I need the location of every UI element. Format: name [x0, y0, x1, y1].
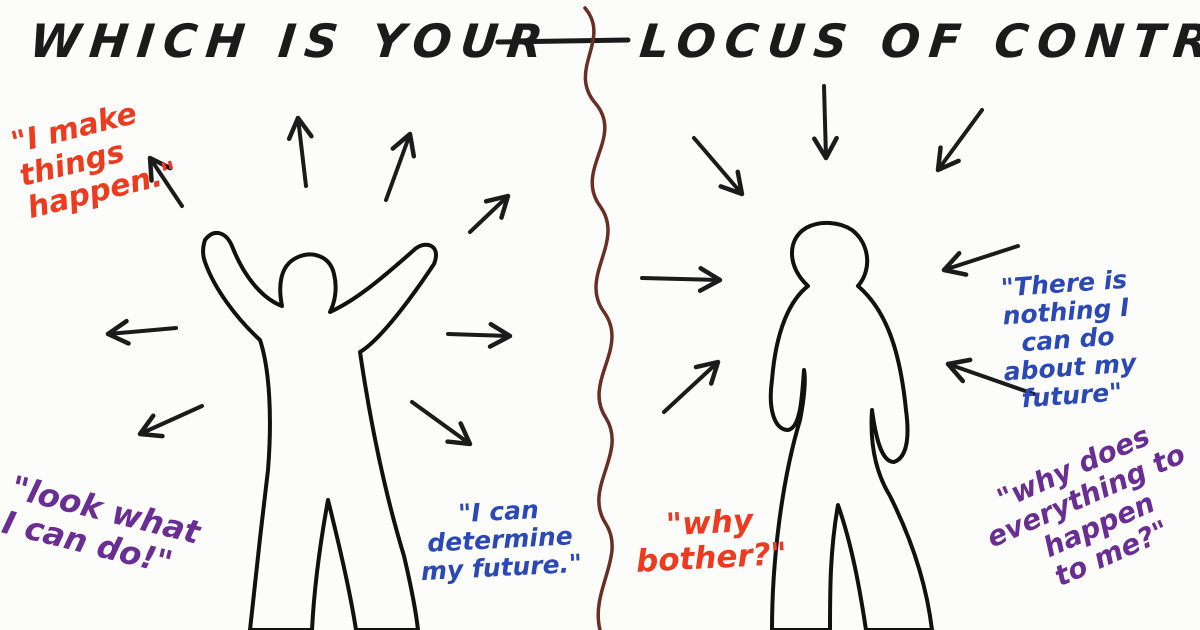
arrow-in-up-right	[662, 359, 721, 414]
arrow-out-right-high	[468, 193, 511, 234]
arrow-out-up	[286, 115, 314, 188]
arrow-in-down	[812, 84, 839, 161]
arrow-out-down-right	[410, 400, 473, 447]
quote-there-is-nothing-i-can-do: "There is nothing I can do about my futu…	[1000, 264, 1138, 414]
quote-why-bother: "why bother?"	[635, 502, 788, 580]
external-locus-figure	[768, 221, 934, 630]
arrow-out-right	[446, 321, 513, 349]
arrow-out-up-left	[147, 155, 184, 208]
quote-i-can-determine-my-future: "I can determine my future."	[420, 494, 583, 587]
outward-arrows	[105, 115, 513, 447]
arrow-out-left	[105, 318, 178, 346]
wavy-divider-line	[583, 6, 614, 630]
arrow-out-down-left	[137, 404, 204, 439]
arrow-in-left-high	[941, 244, 1020, 277]
arrow-out-up-right	[384, 131, 417, 202]
arrow-in-down-right	[692, 136, 745, 197]
arrow-in-right	[640, 266, 723, 293]
inward-arrows	[640, 84, 1036, 414]
arrow-in-left-low	[945, 357, 1036, 396]
title-connector-line	[495, 37, 631, 45]
arrow-in-down-left	[935, 108, 984, 173]
internal-locus-figure	[201, 230, 438, 630]
